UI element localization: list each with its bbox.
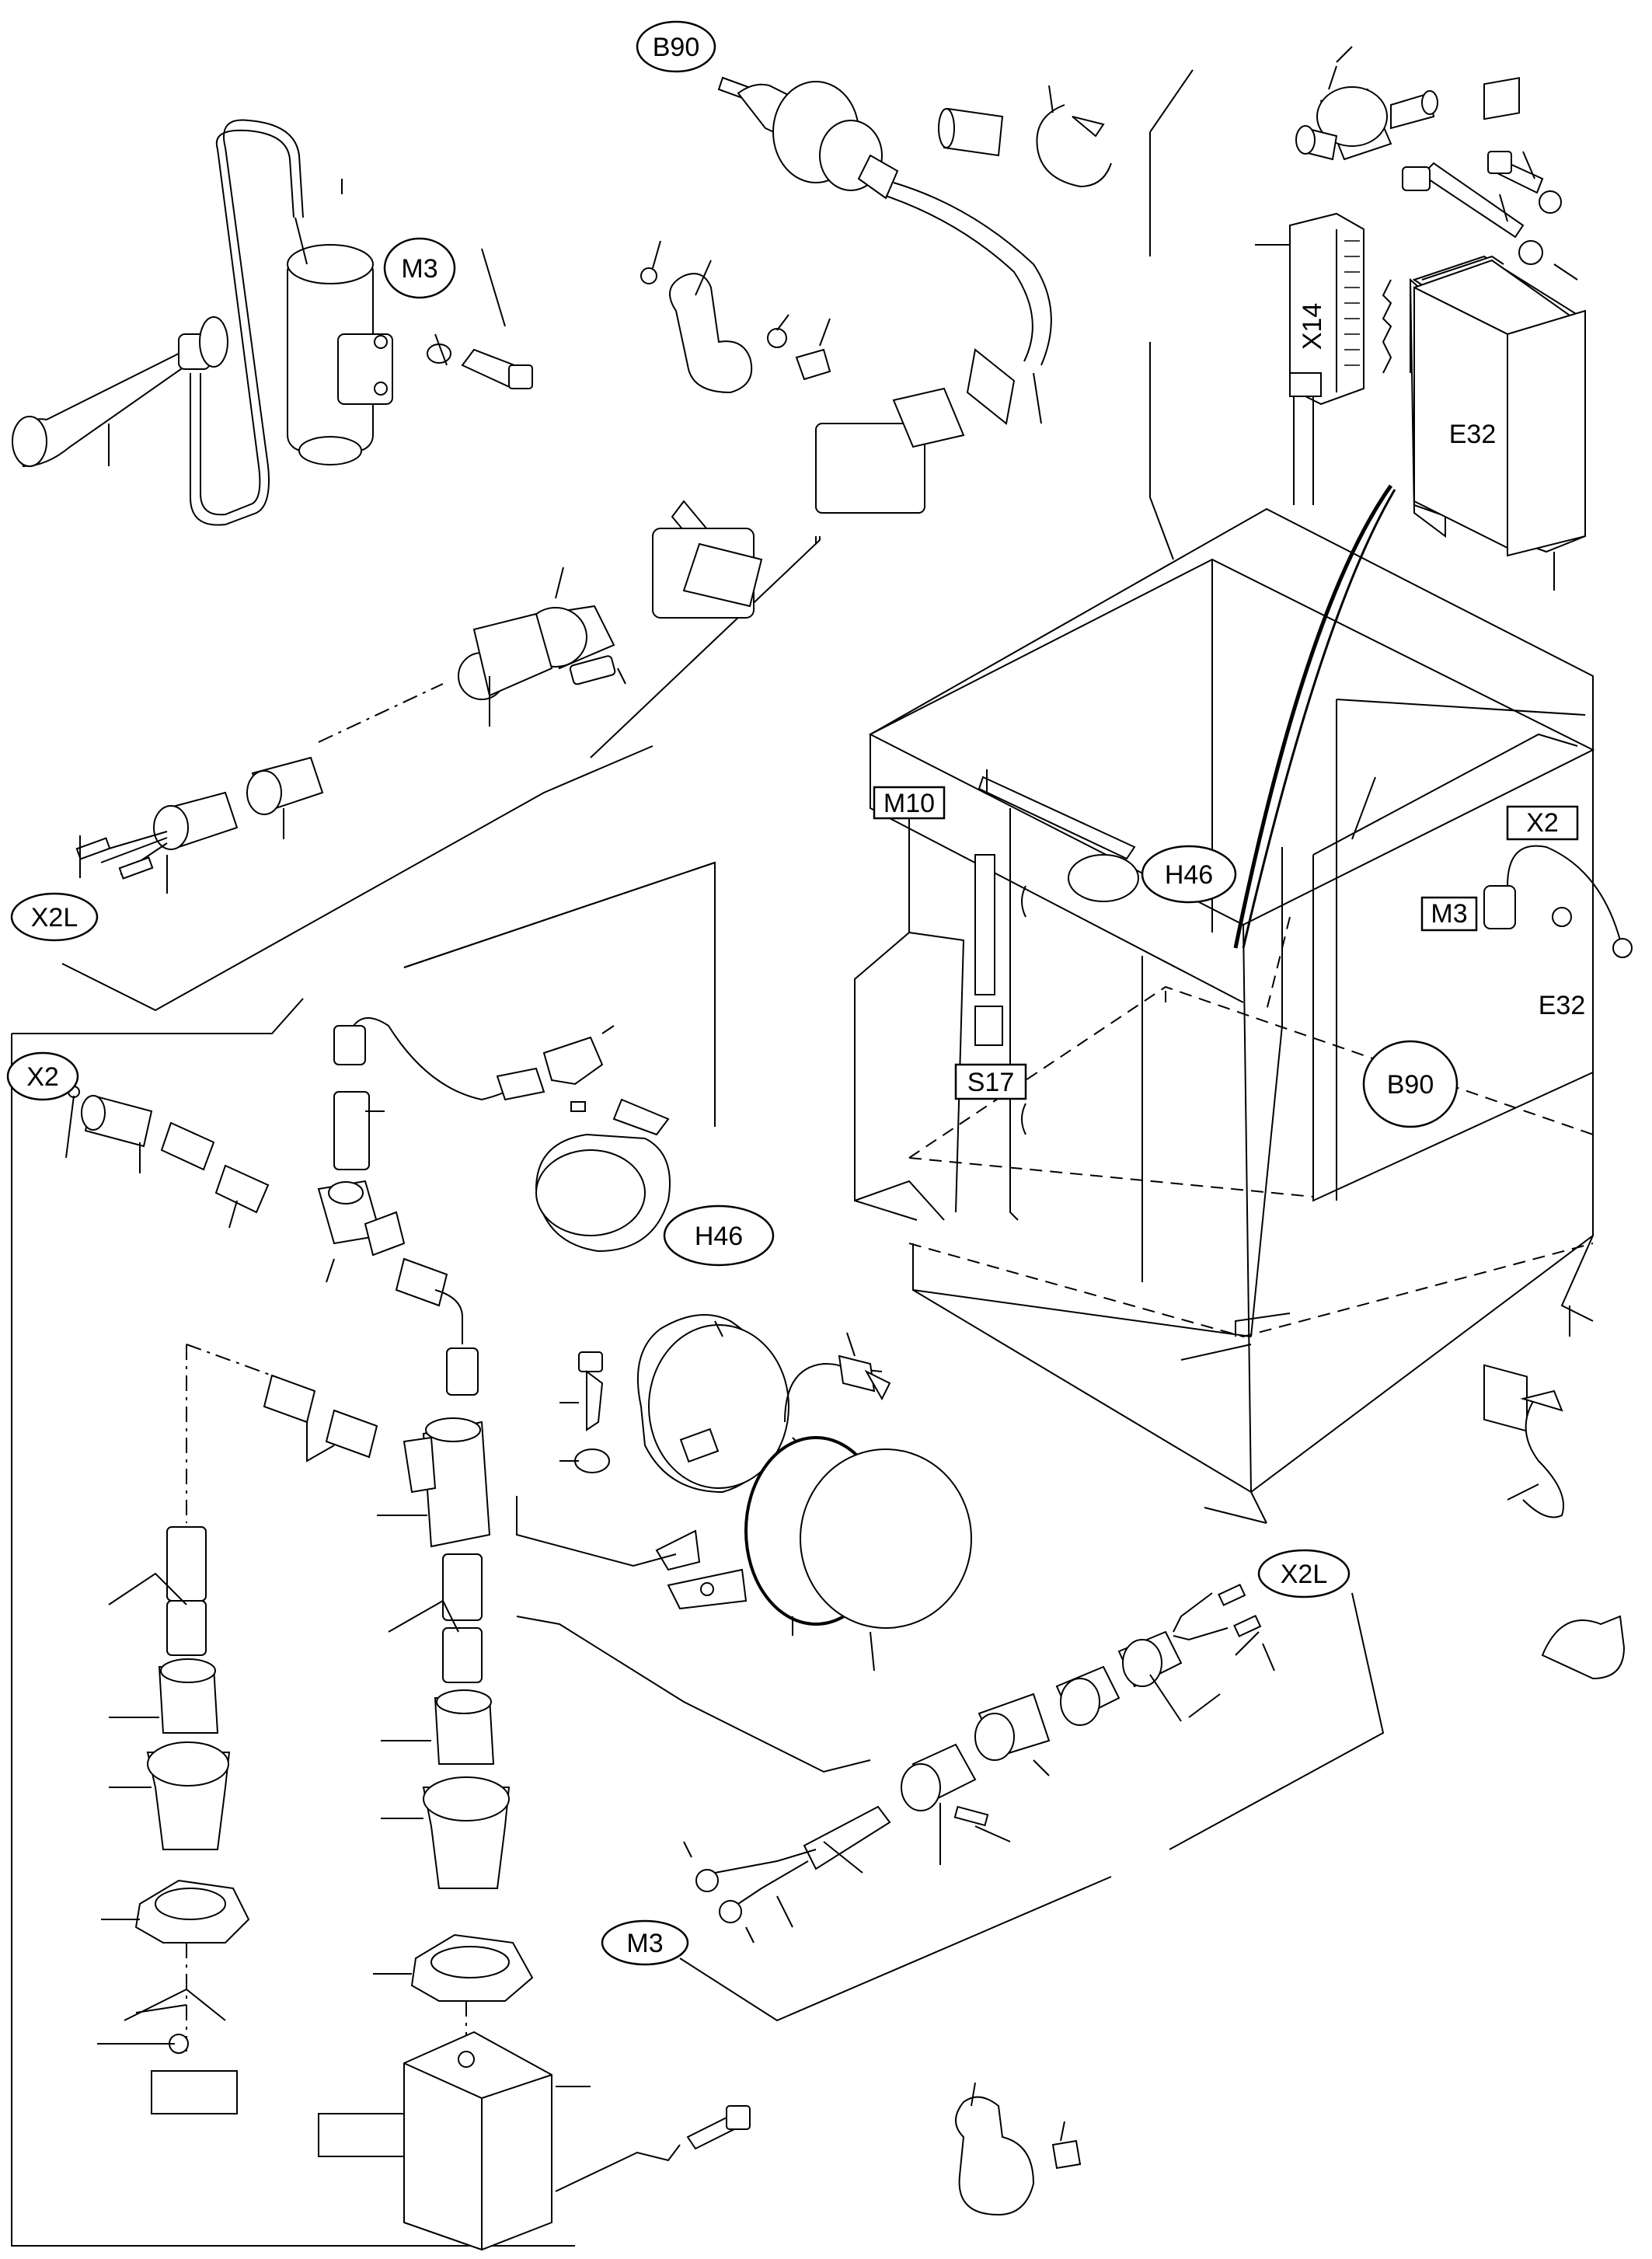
svg-text:X14: X14: [1298, 303, 1327, 350]
svg-text:M3: M3: [1431, 899, 1467, 929]
frame-lines: [11, 536, 821, 2247]
svg-text:M3: M3: [401, 254, 437, 284]
svg-text:B90: B90: [1387, 1070, 1434, 1100]
air-piping-assembly: [65, 1017, 751, 2251]
control-unit-e32-assembly: [1233, 46, 1586, 949]
label-h46-right: H46: [1141, 845, 1237, 904]
label-x2-left: X2: [6, 1051, 79, 1101]
horn-compressor-assembly: [12, 119, 533, 526]
label-m10: M10: [873, 786, 946, 820]
label-m3-top: M3: [383, 237, 456, 299]
label-m3-right: M3: [1420, 896, 1478, 932]
svg-text:E32: E32: [1449, 420, 1497, 449]
x2l-m3-harness-bottom: [679, 1583, 1385, 2216]
label-x2l-bottom: X2L: [1257, 1549, 1351, 1598]
label-h46-center: H46: [663, 1204, 775, 1267]
svg-text:S17: S17: [967, 1068, 1015, 1097]
svg-text:X2: X2: [26, 1062, 59, 1092]
svg-text:X2: X2: [1526, 808, 1559, 838]
x2l-plug-assembly-left: [75, 683, 444, 894]
label-b90-top: B90: [636, 20, 716, 73]
label-x2-right: X2: [1506, 805, 1579, 841]
svg-text:B90: B90: [653, 33, 700, 62]
label-x2l-left: X2L: [10, 892, 99, 942]
cabinet-outline: [854, 69, 1633, 1524]
label-x14: X14: [1298, 303, 1327, 350]
callout-labels: B90 M3 X14 E32 X2L M10 H46 X2: [6, 20, 1586, 1966]
svg-text:H46: H46: [695, 1222, 743, 1251]
pressure-sensor-b90-assembly: [458, 76, 1112, 727]
svg-text:M3: M3: [626, 1929, 663, 1958]
svg-text:X2L: X2L: [31, 903, 78, 933]
horn-h46-assembly: [516, 1098, 1626, 1773]
label-b90-right: B90: [1362, 1040, 1459, 1128]
svg-text:H46: H46: [1165, 860, 1213, 890]
label-e32-right: E32: [1539, 991, 1586, 1020]
label-e32-top: E32: [1449, 420, 1497, 449]
label-s17: S17: [954, 1063, 1027, 1100]
svg-text:E32: E32: [1539, 991, 1586, 1020]
label-m3-bottom: M3: [601, 1919, 689, 1966]
svg-text:M10: M10: [884, 789, 935, 818]
svg-text:X2L: X2L: [1281, 1560, 1328, 1589]
